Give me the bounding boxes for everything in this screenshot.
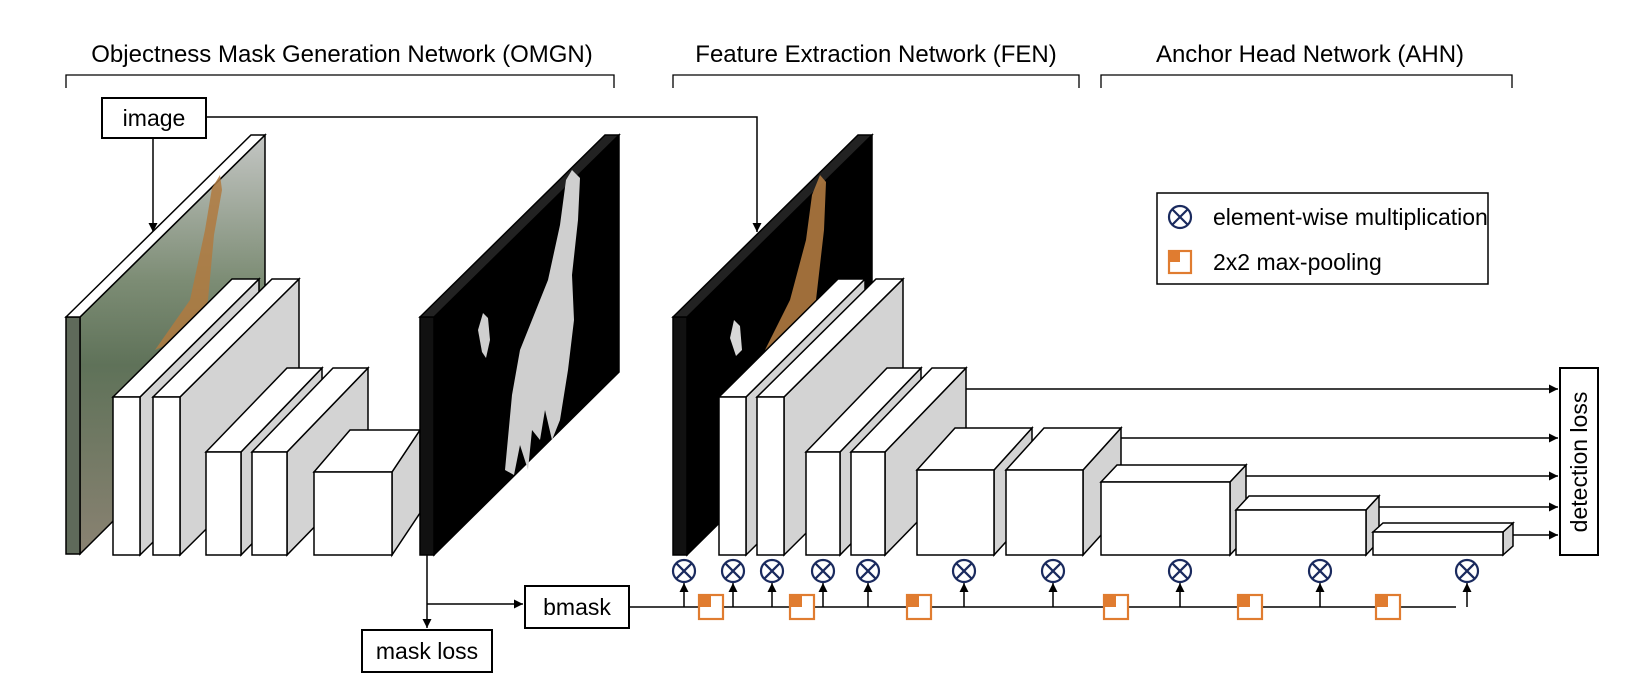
multiply-icon [951, 558, 977, 607]
ahn-block-2 [1234, 494, 1381, 557]
ahn-brace [1100, 74, 1513, 88]
legend-maxpool-label: 2x2 max-pooling [1213, 249, 1382, 275]
ahn-title: Anchor Head Network (AHN) [1156, 41, 1464, 68]
bmask-node: bmask [524, 585, 630, 629]
legend-box [1156, 192, 1489, 285]
legend-multiplication-label: element-wise multiplication [1213, 204, 1488, 230]
multiply-icon [855, 558, 881, 607]
omgn-title: Objectness Mask Generation Network (OMGN… [91, 41, 592, 68]
mask-loss-node: mask loss [361, 629, 493, 673]
multiply-icon [1454, 558, 1480, 607]
maxpool-icon [905, 593, 933, 621]
multiply-icon [1307, 558, 1333, 607]
max-pooling-operators [697, 593, 1402, 621]
fen-brace [672, 74, 1080, 88]
multiply-icon [1167, 558, 1193, 607]
bird-mask-shape [478, 313, 490, 358]
masked-bird-icon [730, 320, 742, 356]
bmask-label: bmask [543, 594, 611, 620]
multiply-icon [810, 558, 836, 607]
detection-loss-label: detection loss [1566, 392, 1592, 533]
maxpool-icon [1374, 593, 1402, 621]
mask-loss-label: mask loss [376, 638, 478, 664]
ahn-block-1 [1099, 463, 1248, 557]
image-label: image [123, 105, 186, 131]
objectness-mask-output [418, 133, 621, 557]
circled-times-icon [1167, 204, 1193, 230]
detection-loss-node: detection loss [1559, 367, 1599, 556]
fen-title: Feature Extraction Network (FEN) [695, 41, 1056, 68]
maxpool-icon [1236, 593, 1264, 621]
image-to-fen-arrow [206, 116, 762, 232]
multiply-icon [759, 558, 785, 607]
maxpool-icon [697, 593, 725, 621]
multiplication-operators [671, 558, 1480, 607]
omgn-block-5 [312, 427, 422, 558]
image-node: image [101, 97, 207, 139]
maxpool-icon [1102, 593, 1130, 621]
maxpool-icon [788, 593, 816, 621]
giraffe-mask-shape [505, 170, 580, 475]
omgn-brace [65, 74, 615, 88]
multiply-icon [1040, 558, 1066, 607]
multiply-icon [671, 558, 697, 607]
multiply-icon [720, 558, 746, 607]
ahn-block-3 [1371, 521, 1515, 557]
max-pooling-square-icon [1167, 249, 1193, 275]
legend: element-wise multiplication 2x2 max-pool… [1156, 192, 1489, 285]
